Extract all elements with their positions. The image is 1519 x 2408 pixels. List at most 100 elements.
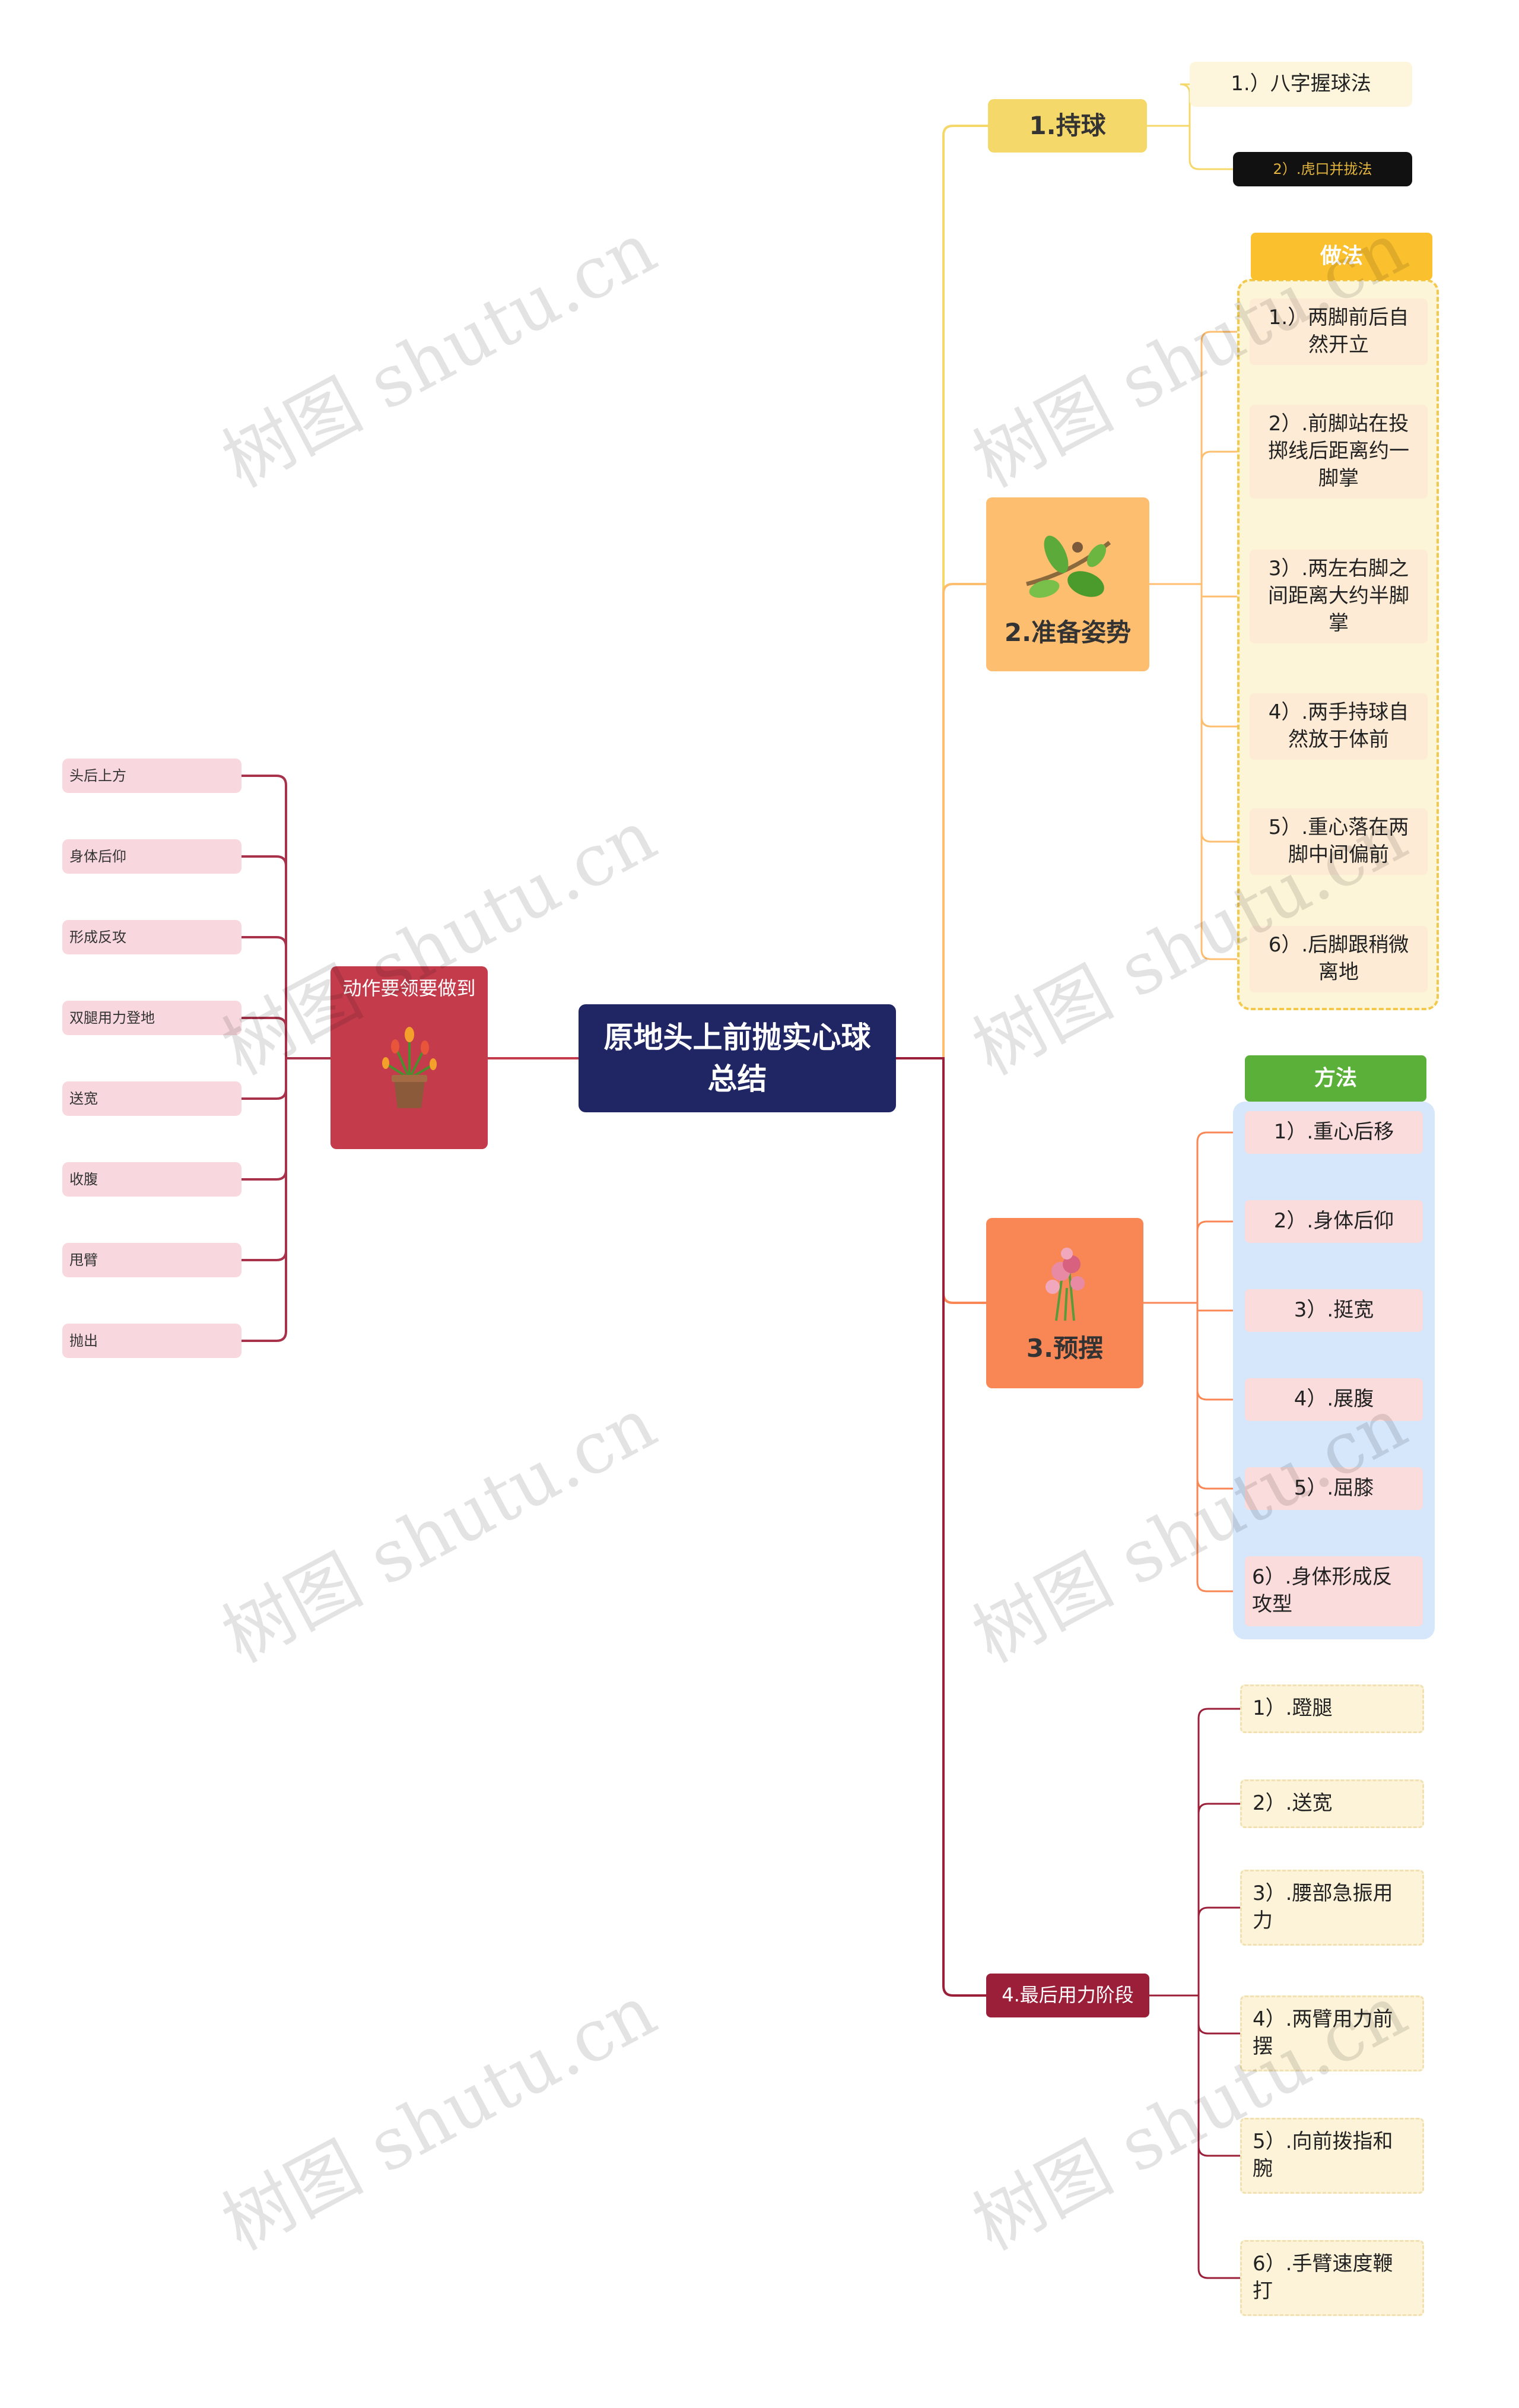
b3-item[interactable]: 3）.挺宽	[1245, 1289, 1423, 1332]
b3-item[interactable]: 2）.身体后仰	[1245, 1200, 1423, 1243]
branch-node-1[interactable]: 1.持球	[988, 99, 1147, 153]
b3-item-text: 1）.重心后移	[1273, 1120, 1394, 1144]
left-item[interactable]: 身体后仰	[62, 839, 241, 874]
group-box-b2	[1237, 279, 1439, 1010]
b4-item[interactable]: 2）.送宽	[1240, 1779, 1424, 1828]
b1-item-text: 2）.虎口并拢法	[1273, 160, 1372, 177]
branch-node-3[interactable]: 3.预摆	[986, 1218, 1143, 1388]
left-item-text: 形成反攻	[69, 928, 126, 946]
connector-left-item	[241, 775, 488, 1059]
connector-left-item	[241, 1057, 488, 1342]
b4-item-text: 2）.送宽	[1253, 1791, 1333, 1816]
b1-item[interactable]: 2）.虎口并拢法	[1233, 152, 1412, 186]
left-item[interactable]: 头后上方	[62, 759, 241, 793]
connector-center-b4	[896, 1057, 986, 1997]
connector-b1-item	[1147, 125, 1233, 170]
left-item[interactable]: 送宽	[62, 1081, 241, 1116]
b2-item-text: 1.）两脚前后自 然开立	[1268, 306, 1409, 357]
left-item[interactable]: 形成反攻	[62, 920, 241, 954]
leaf-branch-icon	[1025, 535, 1111, 598]
central-topic-text: 原地头上前抛实心球 总结	[603, 1020, 871, 1096]
left-item-text: 头后上方	[69, 767, 126, 784]
connector-b2-item	[1149, 583, 1250, 728]
b2-item[interactable]: 5）.重心落在两 脚中间偏前	[1250, 808, 1428, 875]
b1-item[interactable]: 1.）八字握球法	[1190, 62, 1412, 107]
group-label-b3: 方法	[1245, 1055, 1426, 1102]
group-box-b3	[1233, 1102, 1435, 1639]
connector-b3-item	[1143, 1302, 1245, 1401]
connector-center-b2	[896, 583, 986, 1059]
b3-item-text: 3）.挺宽	[1294, 1298, 1374, 1322]
b2-item[interactable]: 3）.两左右脚之 间距离大约半脚 掌	[1250, 550, 1428, 643]
group-label-b2-text: 做法	[1320, 243, 1363, 268]
b4-item-text: 5）.向前拨指和 腕	[1253, 2130, 1393, 2181]
b2-item[interactable]: 6）.后脚跟稍微 离地	[1250, 926, 1428, 992]
b4-item-text: 3）.腰部急振用 力	[1253, 1882, 1393, 1933]
connector-b2-item	[1149, 331, 1250, 585]
connector-b2-item	[1149, 583, 1250, 960]
left-item[interactable]: 双腿用力登地	[62, 1001, 241, 1035]
connector-b4-item	[1149, 1994, 1240, 2157]
left-item-text: 收腹	[69, 1170, 98, 1188]
b2-item-text: 2）.前脚站在投 掷线后距离约一 脚掌	[1268, 412, 1409, 490]
connector-b1-item	[1147, 83, 1191, 127]
left-item[interactable]: 抛出	[62, 1324, 241, 1358]
connector-b2-item	[1149, 450, 1250, 585]
left-item-text: 送宽	[69, 1090, 98, 1107]
b3-item-text: 4）.展腹	[1294, 1387, 1374, 1411]
b2-item-text: 6）.后脚跟稍微 离地	[1268, 933, 1409, 984]
b2-item-text: 5）.重心落在两 脚中间偏前	[1268, 816, 1409, 867]
branch-node-4[interactable]: 4.最后用力阶段	[986, 1974, 1149, 2017]
branch-title-2: 2.准备姿势	[1004, 618, 1132, 648]
connector-left-item	[241, 936, 488, 1059]
flower-icon	[1045, 1248, 1085, 1321]
b3-item[interactable]: 4）.展腹	[1245, 1378, 1423, 1421]
b3-item-text: 5）.屈膝	[1294, 1476, 1374, 1500]
b1-item-text: 1.）八字握球法	[1231, 72, 1371, 96]
b4-item[interactable]: 6）.手臂速度鞭 打	[1240, 2240, 1424, 2316]
b3-item[interactable]: 1）.重心后移	[1245, 1111, 1423, 1154]
connector-b4-item	[1149, 1803, 1240, 1997]
connector-b4-item	[1149, 1994, 1240, 2035]
branch-node-2[interactable]: 2.准备姿势	[986, 497, 1149, 671]
connector-b3-item	[1143, 1302, 1245, 1592]
left-main-title: 动作要领要做到	[342, 977, 476, 1000]
connector-b3-item	[1143, 1220, 1245, 1304]
connector-center-b3	[896, 1057, 986, 1304]
b3-item[interactable]: 5）.屈膝	[1245, 1467, 1423, 1510]
left-item-text: 甩臂	[69, 1251, 98, 1268]
central-topic[interactable]: 原地头上前抛实心球 总结	[579, 1004, 896, 1112]
b4-item[interactable]: 5）.向前拨指和 腕	[1240, 2118, 1424, 2194]
connector-b4-item	[1149, 1708, 1240, 1997]
b2-item[interactable]: 1.）两脚前后自 然开立	[1250, 299, 1428, 365]
connector-b3-item	[1143, 1131, 1245, 1304]
b4-item[interactable]: 3）.腰部急振用 力	[1240, 1870, 1424, 1946]
b2-item[interactable]: 4）.两手持球自 然放于体前	[1250, 693, 1428, 760]
b4-item-text: 6）.手臂速度鞭 打	[1253, 2252, 1393, 2303]
b4-item[interactable]: 4）.两臂用力前 摆	[1240, 1995, 1424, 2071]
left-item[interactable]: 收腹	[62, 1162, 241, 1197]
group-label-b3-text: 方法	[1314, 1065, 1357, 1090]
connector-b3-item	[1143, 1302, 1245, 1312]
connector-b2-item	[1149, 583, 1250, 598]
b4-item-text: 4）.两臂用力前 摆	[1253, 2007, 1393, 2058]
connector-b2-item	[1149, 583, 1250, 843]
b3-item[interactable]: 6）.身体形成反 攻型	[1245, 1556, 1423, 1626]
branch-title-3: 3.预摆	[1026, 1334, 1104, 1363]
connector-left-item	[241, 1017, 488, 1059]
b2-item-text: 4）.两手持球自 然放于体前	[1268, 700, 1409, 751]
left-main-node[interactable]: 动作要领要做到	[331, 966, 488, 1149]
left-item-text: 双腿用力登地	[69, 1009, 155, 1026]
group-label-b2: 做法	[1251, 233, 1432, 280]
b4-item[interactable]: 1）.蹬腿	[1240, 1684, 1424, 1733]
b2-item[interactable]: 2）.前脚站在投 掷线后距离约一 脚掌	[1250, 405, 1428, 499]
left-item[interactable]: 甩臂	[62, 1243, 241, 1277]
branch-title-1: 1.持球	[1029, 110, 1106, 140]
connector-b4-item	[1149, 1906, 1240, 1997]
b3-item-text: 6）.身体形成反 攻型	[1252, 1565, 1393, 1616]
connector-b3-item	[1143, 1302, 1245, 1490]
connector-b4-item	[1149, 1994, 1240, 2279]
branch-title-4: 4.最后用力阶段	[1002, 1984, 1134, 2007]
